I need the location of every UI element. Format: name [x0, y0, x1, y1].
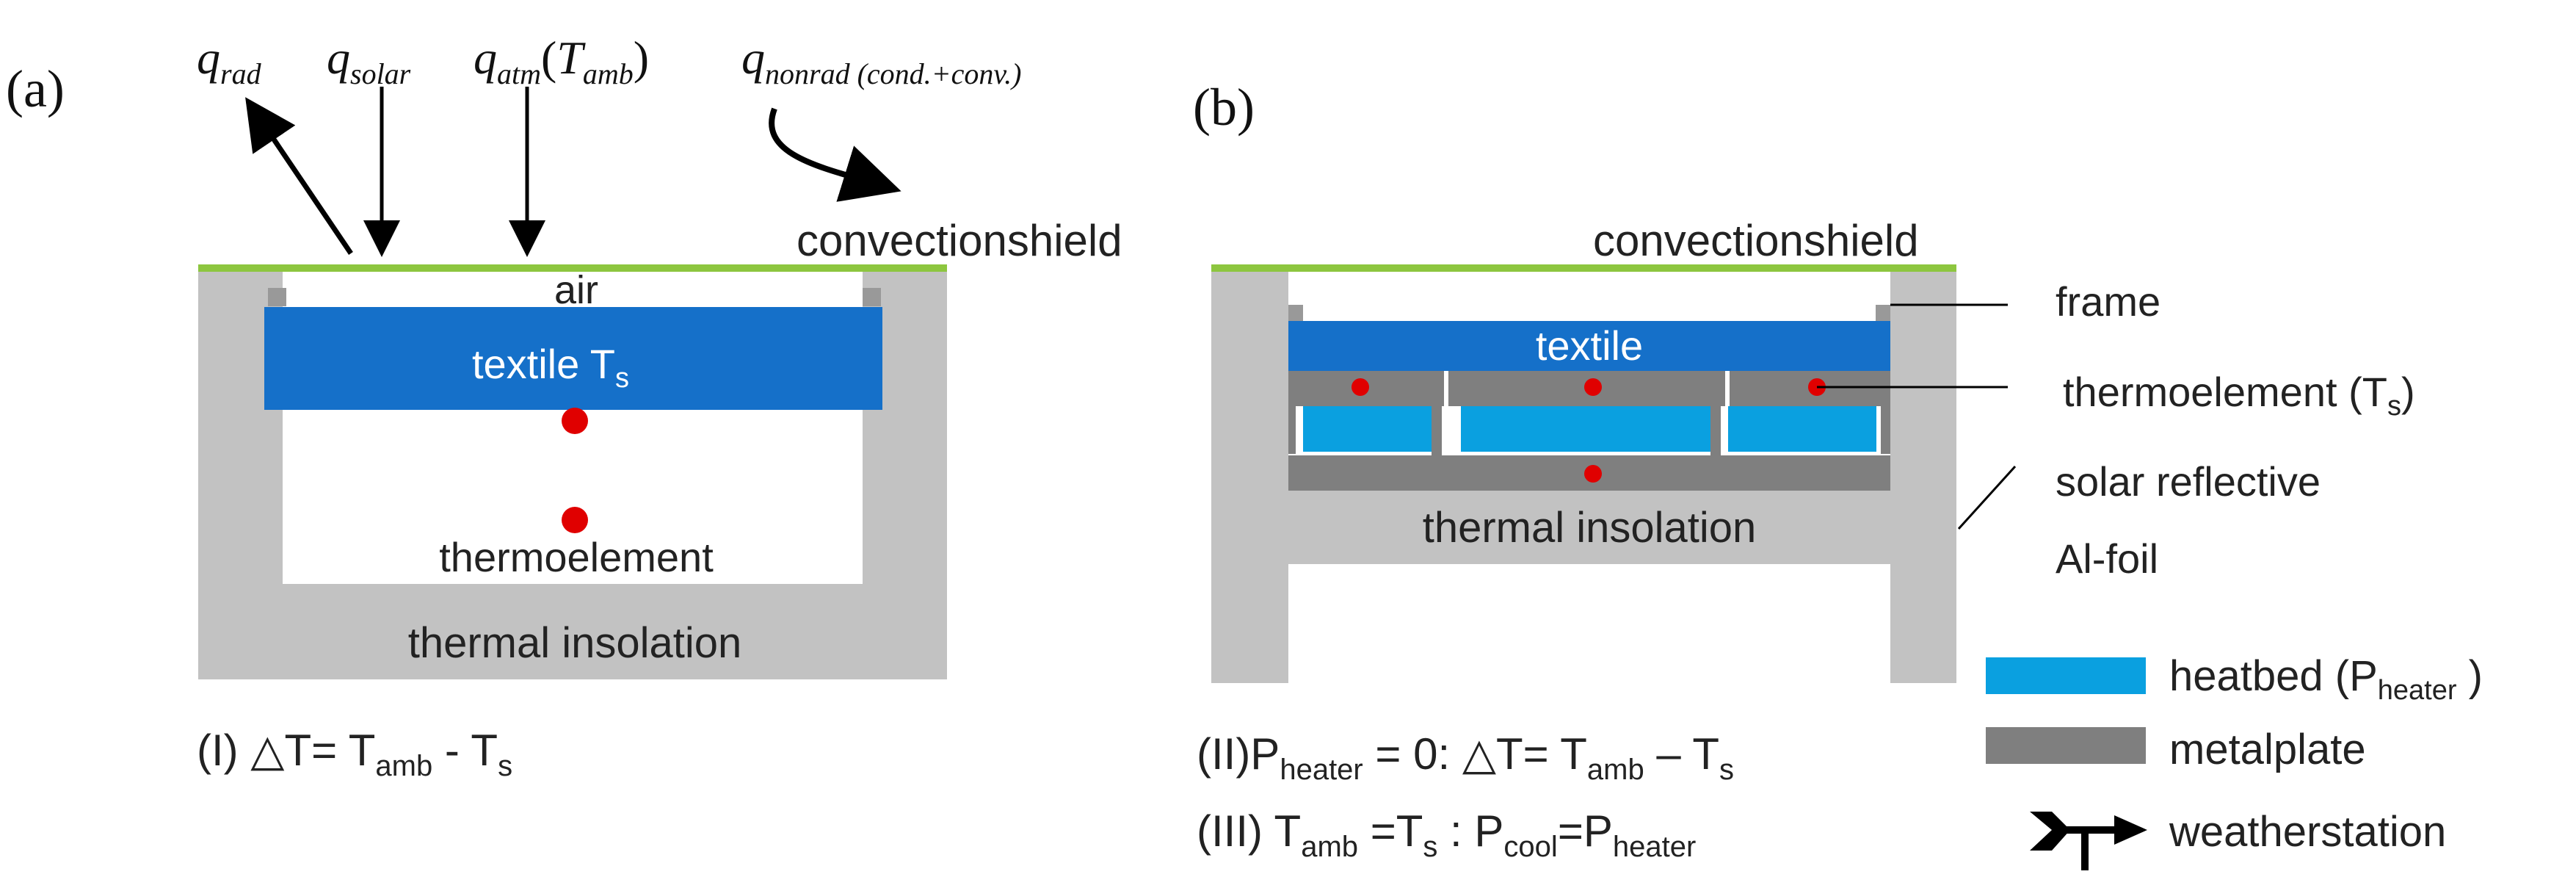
insulation-label-a: thermal insolation: [408, 619, 742, 667]
panel-b: (b) convectionshield textile thermal ins…: [1193, 78, 2415, 863]
equation-ii: (II)Pheater = 0: △T= Tamb – Ts: [1197, 729, 1734, 786]
equation-iii: (III) Tamb =Ts : Pcool=Pheater: [1197, 806, 1696, 863]
q-nonrad-arrow: [769, 107, 901, 202]
foil-leader-line: [1957, 465, 2017, 530]
textile-label-a: textile Ts: [472, 341, 629, 394]
legend-weatherstation-label: weatherstation: [2169, 808, 2446, 856]
heatbed-left-b: [1288, 406, 1296, 454]
panel-a: (a) qrad qsolar qatm(Tamb) qnonrad (cond…: [6, 32, 1122, 782]
frame-right-a: [863, 288, 881, 306]
q-solar-label: qsolar: [327, 32, 411, 90]
frame-left-b: [1288, 305, 1303, 323]
convection-shield-label-b: convectionshield: [1593, 216, 1919, 265]
equation-i: (I) △T= Tamb - Ts: [197, 726, 512, 782]
frame-label: frame: [2056, 278, 2160, 325]
q-rad-arrow: [245, 97, 353, 255]
thermoelement-dot-b1: [1352, 378, 1369, 396]
thermoelement-dot-b4: [1584, 465, 1602, 483]
convection-shield-b: [1211, 264, 1956, 272]
heatbed-strip-2: [1461, 406, 1710, 452]
legend-heatbed-label: heatbed (Pheater ): [2169, 652, 2483, 706]
thermoelement-dot-a2: [562, 507, 588, 533]
legend: heatbed (Pheater ) metalplate weathersta…: [1986, 652, 2483, 870]
solar-reflective-label: solar reflective: [2056, 458, 2321, 505]
insulation-right-wall-b: [1890, 268, 1956, 683]
convection-shield-a: [198, 264, 947, 272]
frame-left-a: [268, 288, 286, 306]
heatbed-strip-3: [1728, 406, 1876, 452]
heatbed-post-2: [1710, 406, 1721, 459]
convection-shield-label-a: convectionshield: [797, 216, 1122, 265]
q-rad-label: qrad: [197, 32, 262, 90]
weatherstation-icon: [2030, 812, 2147, 870]
textile-a: [264, 307, 882, 410]
legend-metalplate-swatch: [1986, 727, 2146, 764]
legend-metalplate-label: metalplate: [2169, 726, 2366, 773]
panel-b-label: (b): [1193, 78, 1255, 137]
heatbed-post-1: [1432, 406, 1442, 459]
heatbed-strip-1: [1303, 406, 1432, 452]
insulation-bridge-b: [1211, 491, 1956, 564]
plate-gap-2: [1725, 371, 1730, 406]
textile-label-b: textile: [1536, 322, 1643, 369]
legend-heatbed-swatch: [1986, 657, 2146, 694]
q-atm-label: qatm(Tamb): [474, 32, 649, 90]
plate-gap-1: [1444, 371, 1448, 406]
insulation-left-wall-b: [1211, 268, 1288, 683]
thermoelement-dot-a1: [562, 408, 588, 434]
thermoelement-dot-b2: [1584, 378, 1602, 396]
thermoelement-label-a: thermoelement: [439, 534, 714, 580]
frame-right-b: [1876, 305, 1890, 323]
panel-a-label: (a): [6, 59, 65, 118]
q-nonrad-label: qnonrad (cond.+conv.): [741, 32, 1022, 90]
thermoelement-label-b: thermoelement (Ts): [2063, 369, 2415, 422]
air-label: air: [554, 268, 598, 312]
al-foil-label: Al-foil: [2056, 535, 2158, 582]
insulation-label-b: thermal insolation: [1423, 504, 1757, 552]
heatbed-right-b: [1881, 406, 1890, 454]
textile-b: [1288, 321, 1890, 371]
